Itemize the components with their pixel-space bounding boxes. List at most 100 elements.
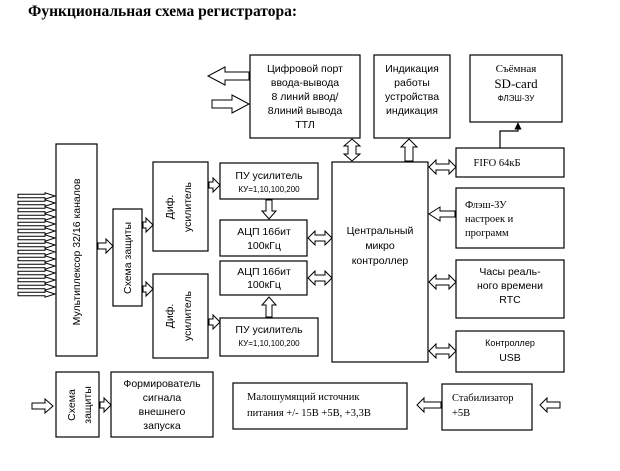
- usb-block: Контроллер USB: [455, 330, 565, 373]
- multiplexer-block: Мультиплексор 32/16 каналов: [55, 143, 98, 357]
- rtc-block: Часы реаль- ного времени RTC: [455, 259, 565, 319]
- digital-port-line1: Цифровой порт: [267, 63, 343, 75]
- digital-port-block: Цифровой порт ввода-вывода 8 линий ввод/…: [249, 54, 361, 139]
- digital-port-line3: 8 линий ввод/: [272, 91, 339, 103]
- pga-bottom: ПУ усилитель КУ=1,10,100,200: [219, 317, 319, 357]
- pga-bottom-to-adc-arrow: [260, 296, 278, 318]
- rtc-line3: RTC: [499, 294, 521, 306]
- cpu-digital-port-link: [342, 138, 362, 162]
- adc-top: АЦП 16бит 100кГц: [219, 219, 308, 257]
- mux-to-protect-arrow: [97, 237, 114, 255]
- trigger-line4: запуска: [143, 420, 181, 432]
- input-signal-arrow: [17, 262, 57, 270]
- usb-line2: USB: [499, 352, 521, 364]
- diff-amp-bottom: Диф. усилитель: [152, 273, 209, 359]
- cpu-line2: микро: [365, 240, 395, 252]
- input-signal-arrow: [17, 241, 57, 249]
- input-signal-arrow: [17, 234, 57, 242]
- cpu-block: Центральный микро контроллер: [331, 161, 429, 363]
- cpu-indication-link: [399, 138, 419, 162]
- rtc-line2: ного времени: [477, 280, 543, 292]
- protection-top-label: Схема защиты: [122, 222, 134, 294]
- sdcard-block: Съёмная SD-card ФЛЭШ-ЗУ: [469, 54, 563, 123]
- cpu-line1: Центральный: [347, 225, 414, 237]
- adc-bottom: АЦП 16бит 100кГц: [219, 260, 308, 296]
- trigger-former-block: Формирователь сигнала внешнего запуска: [110, 371, 214, 438]
- protect-to-diff-top-arrow: [142, 216, 154, 234]
- multiplexer-label: Мультиплексор 32/16 каналов: [71, 178, 83, 325]
- adc-top-line2: 100кГц: [247, 240, 281, 252]
- indication-line4: индикация: [386, 105, 438, 117]
- adc-top-line1: АЦП 16бит: [237, 226, 291, 238]
- input-signal-arrow: [17, 283, 57, 291]
- trigger-line3: внешнего: [139, 406, 186, 418]
- flash-block: Флэш-ЗУ настроек и программ: [455, 187, 565, 249]
- trigger-line2: сигнала: [143, 392, 182, 404]
- diff-amp-top: Диф. усилитель: [152, 161, 209, 252]
- pga-top-title: ПУ усилитель: [235, 170, 303, 182]
- diff-amp-bottom-line1: Диф.: [164, 304, 176, 329]
- indication-line3: устройства: [385, 91, 439, 103]
- protection-block-bottom: Схема защиты: [55, 371, 100, 438]
- input-signal-arrow: [17, 220, 57, 228]
- flash-line1: Флэш-ЗУ: [465, 200, 507, 211]
- input-signal-arrow: [17, 290, 57, 298]
- indication-line2: работы: [394, 77, 430, 89]
- input-signal-arrow: [17, 192, 57, 200]
- cpu-line3: контроллер: [352, 255, 409, 267]
- diff-to-pga-bottom-arrow: [208, 313, 221, 331]
- input-signal-arrow: [17, 213, 57, 221]
- protect-to-trigger-arrow: [99, 396, 112, 414]
- protection-bottom-line2: защиты: [82, 386, 94, 424]
- power-input-arrow: [539, 396, 561, 414]
- flash-cpu-link: [428, 206, 456, 222]
- digital-port-line4: 8линий вывода: [268, 105, 343, 117]
- digital-port-input-arrow: [211, 94, 251, 114]
- indication-block: Индикация работы устройства индикация: [373, 54, 451, 139]
- protection-bottom-line1: Схема: [66, 389, 78, 421]
- indication-line1: Индикация: [385, 63, 439, 75]
- diff-amp-bottom-line2: усилитель: [182, 290, 194, 341]
- cpu-usb-link: [428, 342, 457, 360]
- power-line1: Малошумящий источник: [247, 392, 360, 403]
- external-trigger-input-arrow: [31, 397, 54, 415]
- adc-bottom-line1: АЦП 16бит: [237, 266, 291, 278]
- pga-bottom-gains: КУ=1,10,100,200: [238, 339, 300, 348]
- protection-block-top: Схема защиты: [112, 208, 143, 307]
- rtc-line1: Часы реаль-: [479, 266, 541, 278]
- stabilizer-line2: +5В: [452, 408, 470, 419]
- page-title: Функциональная схема регистратора:: [28, 3, 297, 20]
- power-supply-block: Малошумящий источник питания +/- 15В +5В…: [232, 382, 408, 430]
- fifo-block: FIFO 64кБ: [455, 147, 565, 178]
- adc-bottom-line2: 100кГц: [247, 279, 281, 291]
- input-signal-arrow: [17, 276, 57, 284]
- diff-amp-top-line2: усилитель: [182, 181, 194, 232]
- stabilizer-to-power-arrow: [416, 396, 442, 414]
- input-signal-arrow: [17, 269, 57, 277]
- digital-port-line2: ввода-вывода: [271, 77, 339, 89]
- digital-port-line5: ТТЛ: [295, 119, 315, 131]
- adc-top-cpu-link: [307, 229, 333, 247]
- pga-top-to-adc-arrow: [260, 199, 278, 220]
- stabilizer-block: Стабилизатор +5В: [441, 383, 533, 431]
- digital-port-output-arrow: [206, 66, 250, 86]
- diff-to-pga-top-arrow: [208, 176, 221, 194]
- input-signal-arrow: [17, 206, 57, 214]
- pga-top-gains: КУ=1,10,100,200: [238, 185, 300, 194]
- flash-line2: настроек и: [465, 214, 514, 225]
- sdcard-title1: Съёмная: [496, 63, 537, 75]
- input-signal-arrow: [17, 248, 57, 256]
- trigger-line1: Формирователь: [123, 378, 201, 390]
- input-signal-arrow: [17, 227, 57, 235]
- sdcard-sub: ФЛЭШ-ЗУ: [498, 94, 536, 103]
- input-signal-arrow: [17, 199, 57, 207]
- protect-to-diff-bottom-arrow: [142, 280, 154, 298]
- usb-line1: Контроллер: [485, 338, 535, 348]
- adc-bottom-cpu-link: [307, 269, 333, 287]
- stabilizer-line1: Стабилизатор: [452, 393, 514, 404]
- sdcard-title2: SD-card: [494, 76, 538, 91]
- cpu-rtc-link: [428, 273, 457, 291]
- power-line2: питания +/- 15В +5В, +3,3В: [247, 408, 371, 419]
- pga-bottom-title: ПУ усилитель: [235, 324, 303, 336]
